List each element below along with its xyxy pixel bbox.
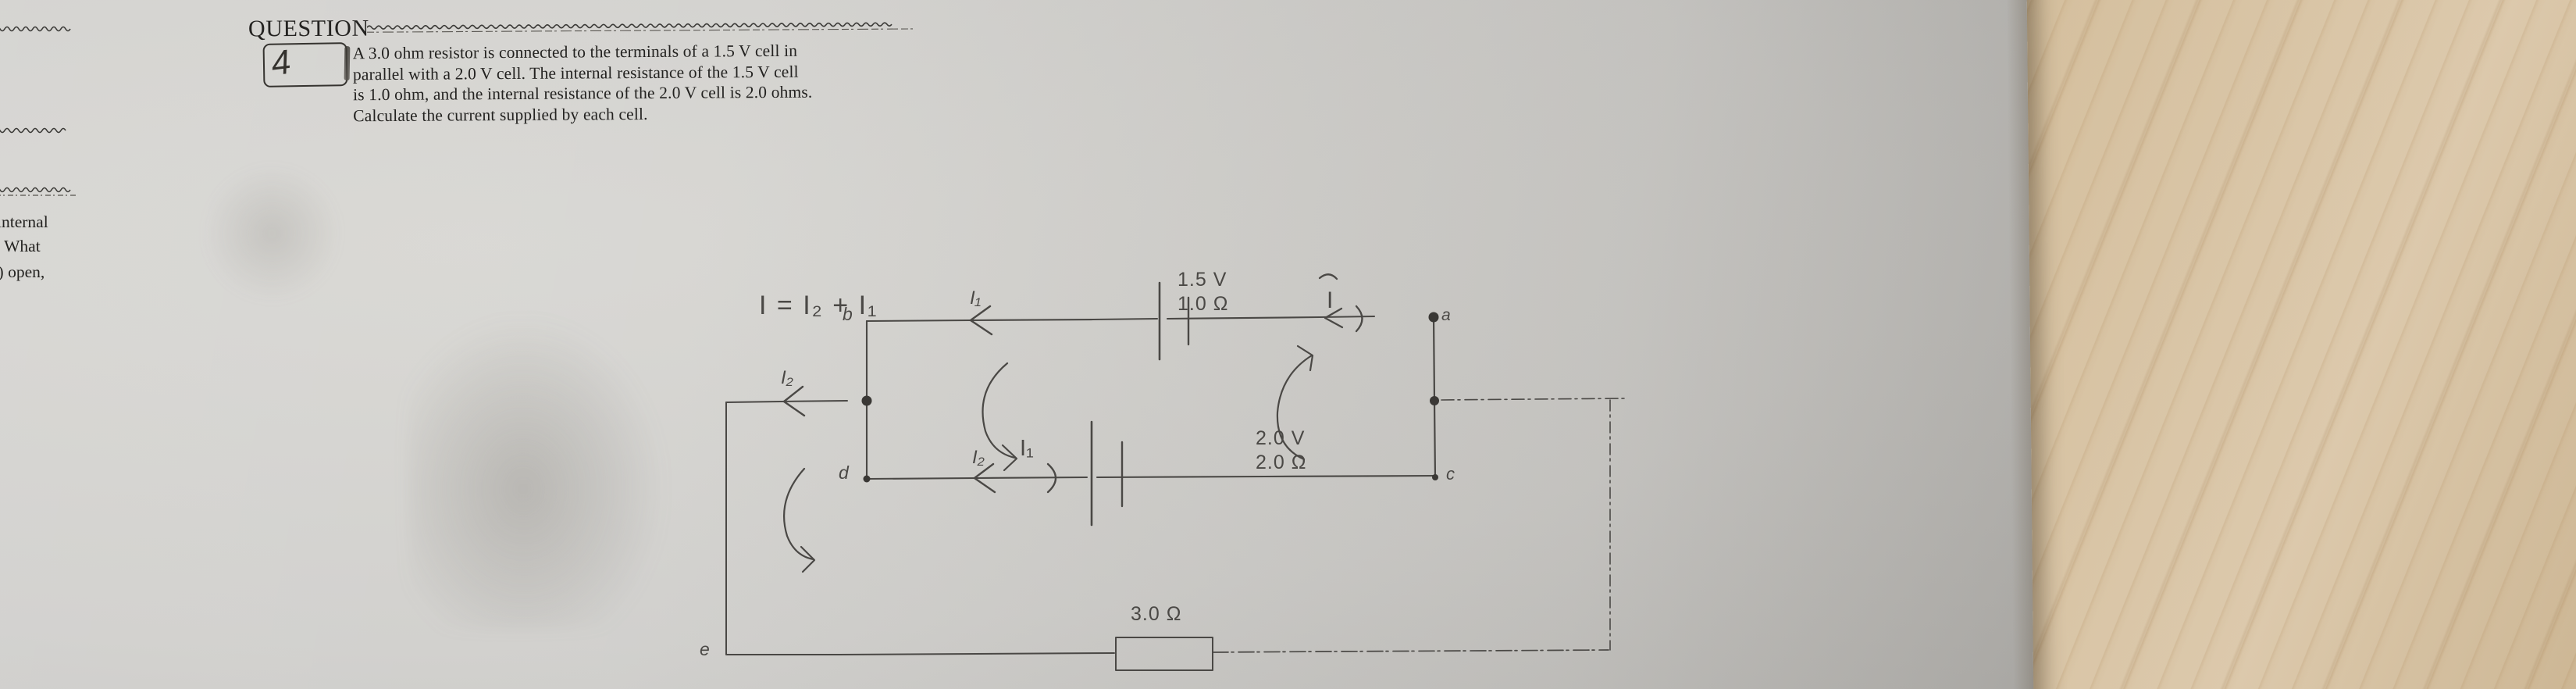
question-header-rule	[366, 20, 937, 34]
question-header: QUESTION	[248, 15, 369, 42]
current-label-I1-bottom: I₁	[1020, 436, 1034, 461]
question-text: A 3.0 ohm resistor is connected to the t…	[353, 40, 932, 127]
page-shadow-smudge	[405, 316, 667, 631]
handwritten-equation: I = I₂ + I₁	[759, 291, 878, 320]
textbook-page	[0, 0, 2034, 689]
node-label-c: c	[1446, 464, 1455, 484]
left-fragment-what: 2. What	[0, 237, 41, 255]
cell-2-emf-label: 2.0 V	[1256, 427, 1306, 449]
current-label-I-total: I	[1327, 287, 1334, 313]
left-fragment-internal: internal	[0, 212, 48, 231]
left-fragment-rule-top	[0, 22, 89, 34]
node-label-d: d	[839, 462, 849, 483]
external-resistor-label: 3.0 Ω	[1131, 603, 1182, 625]
question-number-handwritten: 4	[271, 42, 292, 84]
current-label-I1-top: I₁	[970, 287, 982, 309]
node-label-b: b	[843, 304, 853, 324]
question-line-4: Calculate the current supplied by each c…	[353, 104, 648, 125]
page-shading	[0, 0, 2034, 689]
left-fragment-open: a) open,	[0, 262, 45, 281]
left-fragment-rule-middle	[0, 123, 89, 136]
left-fragment-rule-lower	[0, 184, 97, 200]
current-label-I2-left: I₂	[781, 367, 793, 388]
current-label-I2-bottom: I₂	[972, 447, 985, 468]
cell-2-internal-resistance-label: 2.0 Ω	[1256, 452, 1307, 473]
cell-1-internal-resistance-label: 1.0 Ω	[1178, 293, 1229, 315]
node-label-a: a	[1441, 306, 1451, 324]
cell-1-emf-label: 1.5 V	[1178, 269, 1227, 291]
node-label-e: e	[700, 639, 710, 659]
page-shadow-smudge-secondary	[201, 162, 344, 305]
